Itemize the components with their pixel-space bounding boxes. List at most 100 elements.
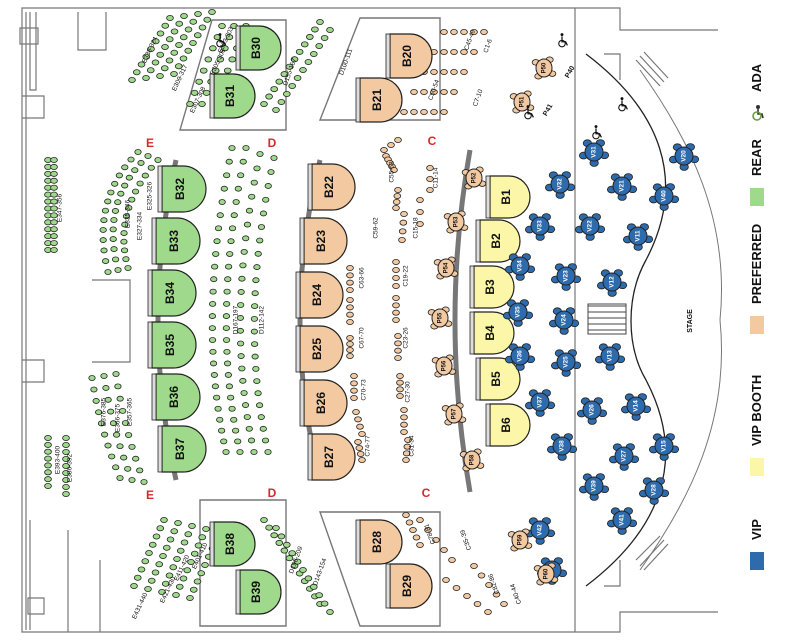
rear-seat xyxy=(300,41,309,48)
rear-seat xyxy=(50,240,58,247)
rear-seat xyxy=(44,482,52,489)
booth-shape xyxy=(489,175,531,219)
vip-table-top xyxy=(674,146,694,166)
preferred-seat xyxy=(430,69,438,76)
rear-seat xyxy=(250,179,258,186)
preferred-seat xyxy=(394,332,402,339)
rear-seat xyxy=(202,526,210,533)
preferred-seat xyxy=(470,563,478,570)
legend-label: VIP BOOTH xyxy=(749,374,764,446)
rear-seat xyxy=(250,328,258,335)
rear-seat xyxy=(275,539,284,546)
rear-seat xyxy=(208,325,216,331)
booth-bench xyxy=(355,77,361,123)
preferred-table-p55: P55 xyxy=(427,306,453,330)
rear-seat xyxy=(144,153,152,159)
booth-b25: B25 xyxy=(295,325,344,373)
rear-seat xyxy=(270,532,278,539)
rear-seat xyxy=(218,199,226,205)
rear-seat xyxy=(212,251,220,257)
rear-seat xyxy=(121,182,129,189)
rear-seat xyxy=(176,547,185,554)
preferred-table-top xyxy=(437,258,455,278)
vip-table-top xyxy=(530,216,550,236)
preferred-seat xyxy=(346,279,354,286)
vip-table-v26: V26 xyxy=(576,397,608,425)
preferred-table-top xyxy=(445,404,463,424)
rear-seat xyxy=(209,348,217,355)
rear-seat xyxy=(128,477,136,483)
preferred-seat xyxy=(398,236,406,243)
preferred-seat xyxy=(450,28,458,35)
rear-seat xyxy=(112,464,120,471)
rear-seat xyxy=(214,405,222,412)
section-wall xyxy=(318,17,441,121)
wheelchair-body xyxy=(527,108,534,118)
preferred-seat xyxy=(396,372,404,379)
rear-seat xyxy=(121,420,130,426)
rear-seat xyxy=(50,170,58,177)
wheelchair-wheel xyxy=(524,111,532,120)
vip-table-top xyxy=(530,520,550,540)
rear-seat xyxy=(117,190,125,197)
preferred-table-label: P58 xyxy=(470,454,476,465)
rear-seat xyxy=(265,524,273,531)
rear-seat xyxy=(128,77,136,84)
wheelchair-icon xyxy=(592,125,602,140)
vip-table-top xyxy=(626,396,646,416)
vip-table-label: V31 xyxy=(591,146,598,158)
row-label: C35-39 xyxy=(459,528,473,551)
wall-line xyxy=(29,12,37,91)
rear-seat xyxy=(90,386,98,393)
vip-table-top xyxy=(614,446,634,466)
legend-swatch xyxy=(750,458,764,476)
rear-seat xyxy=(156,73,164,80)
preferred-seat xyxy=(470,28,478,35)
preferred-table-top xyxy=(465,168,483,188)
rear-seat xyxy=(165,57,174,64)
rear-seat xyxy=(151,569,160,576)
wall-line xyxy=(92,279,131,363)
booth-label: B6 xyxy=(499,417,513,433)
wheelchair-body xyxy=(621,100,628,110)
rear-seat xyxy=(316,18,324,25)
vip-table-label: V41 xyxy=(619,514,626,526)
booth-b21: B21 xyxy=(355,77,403,123)
preferred-table-p57: P57 xyxy=(441,402,467,426)
preferred-seat xyxy=(440,49,448,56)
row-label: C7-10 xyxy=(472,88,485,107)
vip-table-top xyxy=(600,346,620,366)
booth-shape xyxy=(359,519,403,565)
row-label: E327-334 xyxy=(137,212,144,241)
vip-table-label: V36 xyxy=(517,350,524,362)
vip-table-v25: V25 xyxy=(550,349,582,377)
preferred-seat xyxy=(424,527,432,534)
rear-seat xyxy=(137,61,146,68)
rear-seat xyxy=(155,561,164,568)
rear-seat xyxy=(162,544,171,551)
rear-seat xyxy=(62,476,70,483)
rear-seat xyxy=(264,183,272,189)
preferred-seat xyxy=(350,387,358,394)
booth-bench xyxy=(385,33,391,79)
rear-seat xyxy=(224,372,232,378)
preferred-table-label: P57 xyxy=(452,408,458,419)
rear-seat xyxy=(136,180,144,187)
rear-seat xyxy=(145,550,153,557)
rear-seat xyxy=(243,221,252,228)
row-letter-d: D xyxy=(268,486,277,500)
preferred-seat xyxy=(470,49,478,56)
rear-seat xyxy=(222,313,231,319)
wheelchair-wheel xyxy=(558,39,566,48)
rear-seat xyxy=(124,465,132,472)
rear-seat xyxy=(242,145,250,151)
preferred-table-p59: P59 xyxy=(507,528,533,552)
preferred-seat xyxy=(485,582,493,589)
row-label: E431-440 xyxy=(131,591,149,620)
preferred-seat xyxy=(354,416,362,423)
booth-label: B4 xyxy=(483,325,497,341)
row-label: D112-142 xyxy=(259,306,266,334)
rear-seat xyxy=(62,448,70,455)
rear-seat xyxy=(277,99,286,106)
rear-seat xyxy=(189,586,198,593)
